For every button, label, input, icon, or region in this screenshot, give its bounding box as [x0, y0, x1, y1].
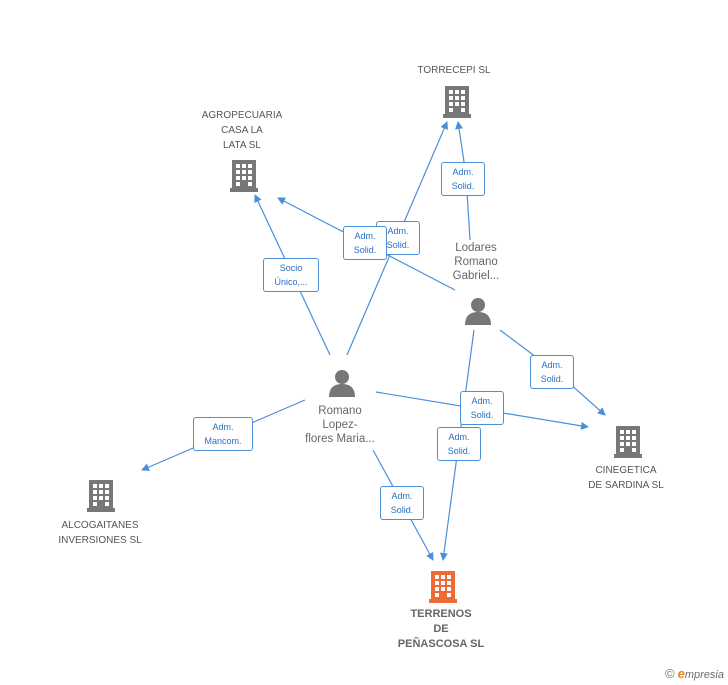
node-label-romano[interactable]: Romano Lopez- flores Maria... [305, 405, 375, 445]
edge-tag-lodares-agropecuaria: Adm. Solid. [343, 226, 387, 260]
edge-tag-romano-cinegetica: Adm. Solid. [460, 391, 504, 425]
node-label-terrenos[interactable]: TERRENOS DE PEÑASCOSA SL [397, 608, 485, 650]
edge-tag-romano-alcogaitanes: Adm. Mancom. [193, 417, 253, 451]
edge-tag-lodares-terrenos: Adm. Solid. [437, 427, 481, 461]
brand-logo: © empresia [665, 666, 724, 681]
node-label-agropecuaria[interactable]: AGROPECUARIA CASA LA LATA SL [201, 110, 283, 151]
edge-tag-lodares-cinegetica: Adm. Solid. [530, 355, 574, 389]
person-icon[interactable] [464, 297, 492, 325]
building-main-icon[interactable] [429, 569, 457, 603]
copyright-icon: © [664, 666, 675, 681]
brand-initial: e [677, 666, 685, 681]
building-icon[interactable] [230, 158, 258, 192]
node-label-alcogaitanes[interactable]: ALCOGAITANES INVERSIONES SL [58, 520, 142, 546]
node-label-lodares[interactable]: Lodares Romano Gabriel... [452, 242, 500, 282]
node-label-cinegetica[interactable]: CINEGETICA DE SARDINA SL [588, 465, 664, 491]
edge-tag-romano-agropecuaria: Socio Único,... [263, 258, 319, 292]
edge-tag-romano-terrenos: Adm. Solid. [380, 486, 424, 520]
building-icon[interactable] [443, 84, 471, 118]
building-icon[interactable] [614, 424, 642, 458]
building-icon[interactable] [87, 478, 115, 512]
person-icon[interactable] [328, 369, 356, 397]
node-label-torrecepi[interactable]: TORRECEPI SL [417, 65, 491, 76]
edge-tag-lodares-torrecepi: Adm. Solid. [441, 162, 485, 196]
brand-name: mpresia [684, 669, 724, 681]
